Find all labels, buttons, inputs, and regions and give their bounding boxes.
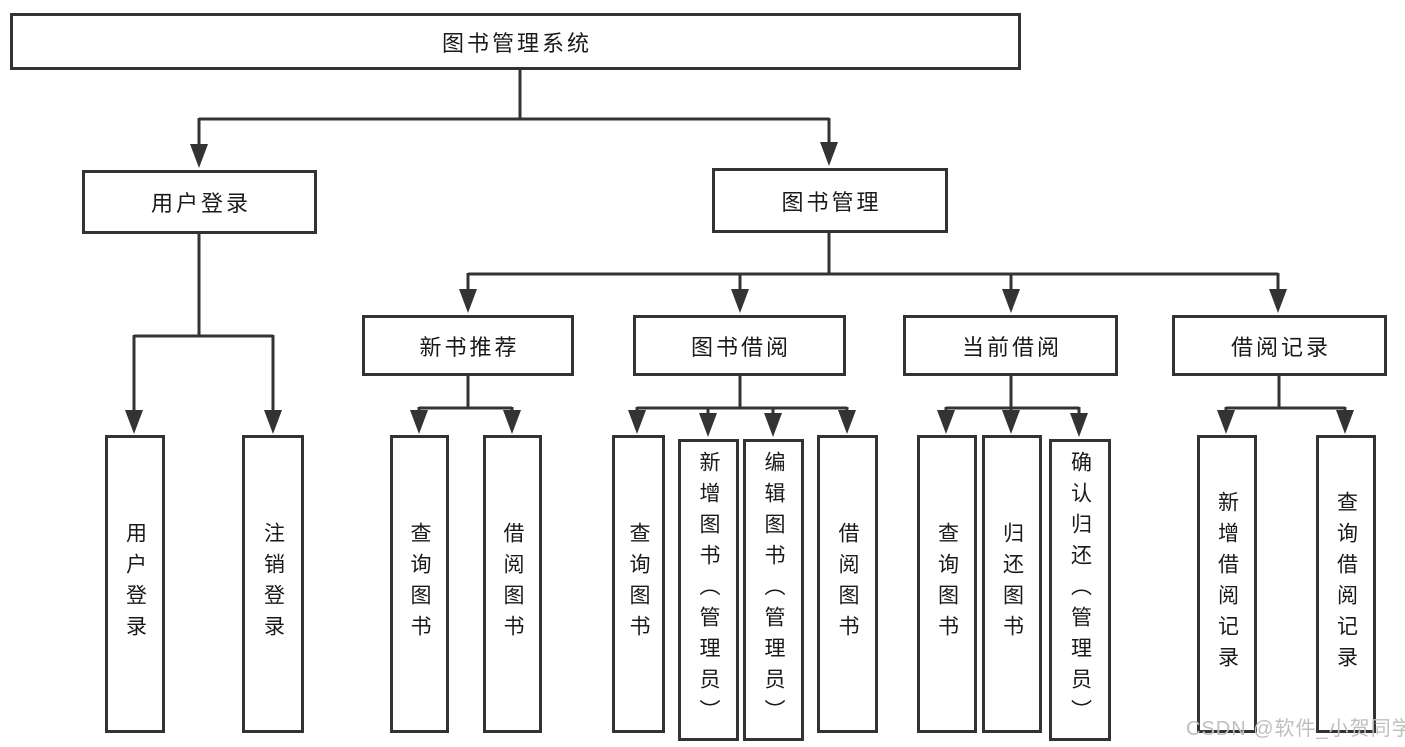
- csdn-watermark: CSDN @软件_小贺同学: [1186, 718, 1405, 740]
- leaf-user-login-label: 用户登录: [123, 522, 148, 646]
- leaf-br-add-record: 新增借阅记录: [1197, 435, 1257, 733]
- leaf-bb-query-books-label: 查询图书: [627, 522, 651, 646]
- leaf-cb-return-books: 归还图书: [982, 435, 1042, 733]
- node-borrowing-records: 借阅记录: [1172, 315, 1387, 376]
- node-user-login-label: 用户登录: [150, 191, 251, 216]
- leaf-cb-return-books-label: 归还图书: [1000, 522, 1025, 646]
- leaf-nbr-borrow-books: 借阅图书: [483, 435, 542, 733]
- leaf-logout: 注销登录: [242, 435, 304, 733]
- leaf-cb-query-books: 查询图书: [917, 435, 977, 733]
- leaf-cb-confirm-return-admin: 确认归还（管理员）: [1049, 439, 1111, 741]
- leaf-bb-borrow-books-label: 借阅图书: [836, 522, 860, 646]
- leaf-cb-confirm-return-admin-label: 确认归还（管理员）: [1068, 450, 1093, 730]
- node-root-label: 图书管理系统: [441, 30, 592, 56]
- leaf-bb-add-books-admin-label: 新增图书（管理员）: [697, 450, 721, 730]
- node-book-management-label: 图书管理: [781, 189, 882, 215]
- node-new-book-recommend-label: 新书推荐: [419, 334, 520, 360]
- leaf-br-add-record-label: 新增借阅记录: [1215, 491, 1240, 677]
- node-user-login: 用户登录: [82, 170, 317, 234]
- node-current-borrowing-label: 当前借阅: [961, 334, 1062, 360]
- node-root: 图书管理系统: [10, 13, 1021, 70]
- leaf-bb-borrow-books: 借阅图书: [817, 435, 878, 733]
- leaf-br-query-record: 查询借阅记录: [1316, 435, 1376, 733]
- node-book-management: 图书管理: [712, 168, 948, 233]
- leaf-nbr-borrow-books-label: 借阅图书: [501, 522, 525, 646]
- leaf-logout-label: 注销登录: [261, 522, 286, 646]
- node-book-borrowing-label: 图书借阅: [690, 334, 791, 360]
- node-book-borrowing: 图书借阅: [633, 315, 846, 376]
- leaf-bb-query-books: 查询图书: [612, 435, 665, 733]
- leaf-user-login: 用户登录: [105, 435, 165, 733]
- leaf-br-query-record-label: 查询借阅记录: [1334, 491, 1359, 677]
- node-new-book-recommend: 新书推荐: [362, 315, 574, 376]
- leaf-cb-query-books-label: 查询图书: [935, 522, 960, 646]
- node-borrowing-records-label: 借阅记录: [1230, 334, 1331, 360]
- connector-lines: [132, 69, 1347, 415]
- leaf-nbr-query-books-label: 查询图书: [408, 522, 432, 646]
- leaf-bb-add-books-admin: 新增图书（管理员）: [678, 439, 739, 741]
- arrowhead-icons: [125, 142, 1354, 437]
- leaf-bb-edit-books-admin-label: 编辑图书（管理员）: [762, 450, 786, 730]
- leaf-bb-edit-books-admin: 编辑图书（管理员）: [743, 439, 804, 741]
- leaf-nbr-query-books: 查询图书: [390, 435, 449, 733]
- node-current-borrowing: 当前借阅: [903, 315, 1118, 376]
